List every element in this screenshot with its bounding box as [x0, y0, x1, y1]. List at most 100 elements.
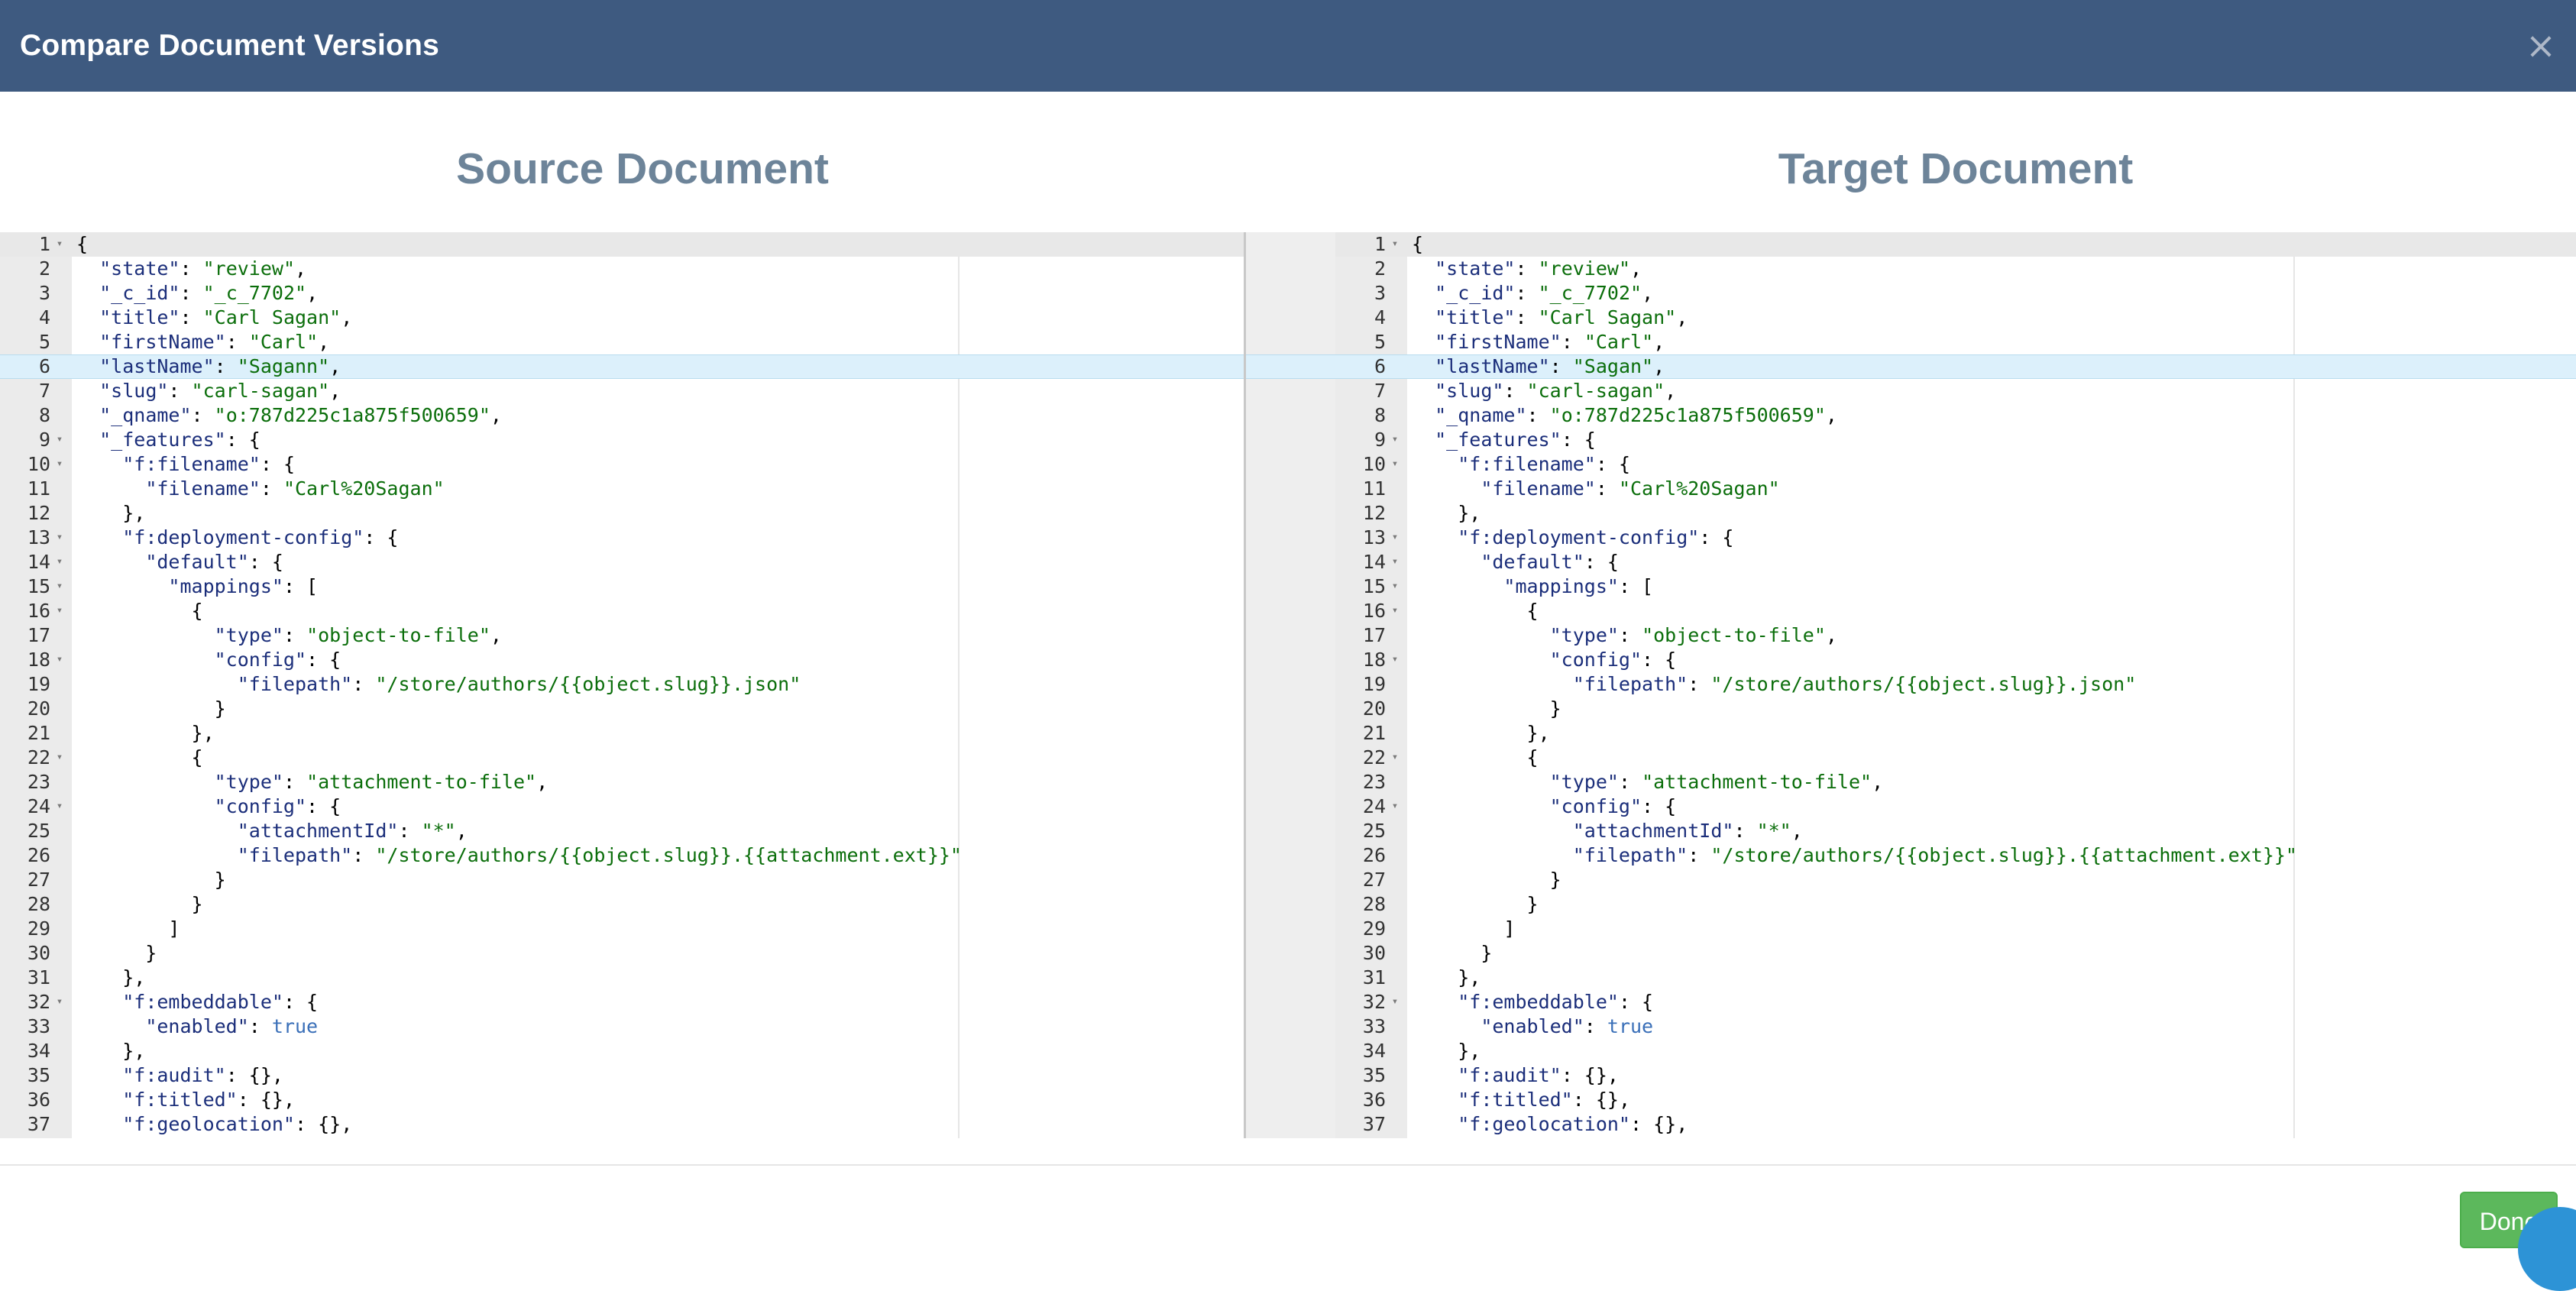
code-line[interactable]: 9▾ "_features": {: [1335, 428, 2576, 452]
code-line[interactable]: 13▾ "f:deployment-config": {: [1335, 526, 2576, 550]
fold-toggle-icon[interactable]: ▾: [56, 458, 63, 470]
code-line[interactable]: 22▾ {: [1335, 746, 2576, 770]
code-line[interactable]: 4 "title": "Carl Sagan",: [0, 306, 1244, 330]
fold-toggle-icon[interactable]: ▾: [1391, 555, 1399, 568]
code-line[interactable]: 15▾ "mappings": [: [1335, 574, 2576, 599]
code-line[interactable]: 33 "enabled": true: [1335, 1014, 2576, 1039]
fold-toggle-icon[interactable]: ▾: [1391, 995, 1399, 1008]
code-line[interactable]: 28 }: [1335, 892, 2576, 917]
code-line[interactable]: 15▾ "mappings": [: [0, 574, 1244, 599]
fold-toggle-icon[interactable]: ▾: [56, 531, 63, 543]
code-line[interactable]: 27 }: [0, 868, 1244, 892]
code-line[interactable]: 19 "filepath": "/store/authors/{{object.…: [0, 672, 1244, 697]
code-line[interactable]: 17 "type": "object-to-file",: [1335, 623, 2576, 648]
code-line[interactable]: 26 "filepath": "/store/authors/{{object.…: [0, 843, 1244, 868]
code-line[interactable]: 1▾{: [0, 232, 1244, 257]
line-number: 17: [1362, 624, 1386, 646]
code-line[interactable]: 11 "filename": "Carl%20Sagan": [0, 477, 1244, 501]
code-line[interactable]: 16▾ {: [0, 599, 1244, 623]
code-line[interactable]: 1▾{: [1335, 232, 2576, 257]
fold-toggle-icon[interactable]: ▾: [56, 433, 63, 445]
code-line[interactable]: 5 "firstName": "Carl",: [1335, 330, 2576, 354]
code-line[interactable]: 35 "f:audit": {},: [1335, 1063, 2576, 1088]
code-line[interactable]: 2 "state": "review",: [1335, 257, 2576, 281]
fold-toggle-icon[interactable]: ▾: [56, 995, 63, 1008]
code-line[interactable]: 37 "f:geolocation": {},: [1335, 1112, 2576, 1137]
code-line[interactable]: 26 "filepath": "/store/authors/{{object.…: [1335, 843, 2576, 868]
fold-toggle-icon[interactable]: ▾: [1391, 580, 1399, 592]
code-line[interactable]: 23 "type": "attachment-to-file",: [0, 770, 1244, 794]
code-line[interactable]: 9▾ "_features": {: [0, 428, 1244, 452]
code-line[interactable]: 2 "state": "review",: [0, 257, 1244, 281]
code-line[interactable]: 34 },: [0, 1039, 1244, 1063]
code-line[interactable]: 16▾ {: [1335, 599, 2576, 623]
fold-toggle-icon[interactable]: ▾: [1391, 238, 1399, 250]
fold-toggle-icon[interactable]: ▾: [1391, 458, 1399, 470]
code-line[interactable]: 18▾ "config": {: [0, 648, 1244, 672]
fold-toggle-icon[interactable]: ▾: [56, 653, 63, 665]
code-line[interactable]: 23 "type": "attachment-to-file",: [1335, 770, 2576, 794]
code-line[interactable]: 34 },: [1335, 1039, 2576, 1063]
code-line[interactable]: 3 "_c_id": "_c_7702",: [1335, 281, 2576, 306]
code-line[interactable]: 31 },: [1335, 966, 2576, 990]
fold-toggle-icon[interactable]: ▾: [1391, 433, 1399, 445]
code-line[interactable]: 25 "attachmentId": "*",: [1335, 819, 2576, 843]
code-line[interactable]: 3 "_c_id": "_c_7702",: [0, 281, 1244, 306]
code-line[interactable]: 36 "f:titled": {},: [0, 1088, 1244, 1112]
code-line[interactable]: 30 }: [1335, 941, 2576, 966]
code-line[interactable]: 29 ]: [1335, 917, 2576, 941]
code-line[interactable]: 12 },: [0, 501, 1244, 526]
code-line[interactable]: 19 "filepath": "/store/authors/{{object.…: [1335, 672, 2576, 697]
target-editor[interactable]: 1▾{2 "state": "review",3 "_c_id": "_c_77…: [1335, 232, 2576, 1138]
code-line[interactable]: 25 "attachmentId": "*",: [0, 819, 1244, 843]
code-line[interactable]: 8 "_qname": "o:787d225c1a875f500659",: [0, 403, 1244, 428]
code-line[interactable]: 12 },: [1335, 501, 2576, 526]
fold-toggle-icon[interactable]: ▾: [56, 580, 63, 592]
code-line[interactable]: 31 },: [0, 966, 1244, 990]
changed-line[interactable]: 6 "lastName": "Sagan",: [1335, 354, 2576, 379]
code-line[interactable]: 37 "f:geolocation": {},: [0, 1112, 1244, 1137]
code-line[interactable]: 14▾ "default": {: [1335, 550, 2576, 574]
fold-toggle-icon[interactable]: ▾: [1391, 751, 1399, 763]
fold-toggle-icon[interactable]: ▾: [1391, 800, 1399, 812]
code-line[interactable]: 10▾ "f:filename": {: [1335, 452, 2576, 477]
fold-toggle-icon[interactable]: ▾: [56, 604, 63, 616]
changed-line[interactable]: 6 "lastName": "Sagann",: [0, 354, 1244, 379]
code-line[interactable]: 8 "_qname": "o:787d225c1a875f500659",: [1335, 403, 2576, 428]
code-line[interactable]: 29 ]: [0, 917, 1244, 941]
code-line[interactable]: 4 "title": "Carl Sagan",: [1335, 306, 2576, 330]
code-line[interactable]: 18▾ "config": {: [1335, 648, 2576, 672]
code-line[interactable]: 7 "slug": "carl-sagan",: [0, 379, 1244, 403]
code-line[interactable]: 20 }: [0, 697, 1244, 721]
fold-toggle-icon[interactable]: ▾: [56, 800, 63, 812]
code-line[interactable]: 35 "f:audit": {},: [0, 1063, 1244, 1088]
close-icon[interactable]: ×: [2525, 24, 2557, 67]
fold-toggle-icon[interactable]: ▾: [56, 555, 63, 568]
code-line[interactable]: 28 }: [0, 892, 1244, 917]
code-line[interactable]: 30 }: [0, 941, 1244, 966]
fold-toggle-icon[interactable]: ▾: [1391, 653, 1399, 665]
code-line[interactable]: 33 "enabled": true: [0, 1014, 1244, 1039]
code-line[interactable]: 27 }: [1335, 868, 2576, 892]
code-line[interactable]: 24▾ "config": {: [0, 794, 1244, 819]
code-line[interactable]: 11 "filename": "Carl%20Sagan": [1335, 477, 2576, 501]
code-line[interactable]: 36 "f:titled": {},: [1335, 1088, 2576, 1112]
code-line[interactable]: 7 "slug": "carl-sagan",: [1335, 379, 2576, 403]
fold-toggle-icon[interactable]: ▾: [56, 751, 63, 763]
code-line[interactable]: 22▾ {: [0, 746, 1244, 770]
code-line[interactable]: 13▾ "f:deployment-config": {: [0, 526, 1244, 550]
code-line[interactable]: 21 },: [0, 721, 1244, 746]
code-line[interactable]: 24▾ "config": {: [1335, 794, 2576, 819]
fold-toggle-icon[interactable]: ▾: [1391, 531, 1399, 543]
fold-toggle-icon[interactable]: ▾: [1391, 604, 1399, 616]
code-line[interactable]: 20 }: [1335, 697, 2576, 721]
fold-toggle-icon[interactable]: ▾: [56, 238, 63, 250]
code-line[interactable]: 10▾ "f:filename": {: [0, 452, 1244, 477]
source-editor[interactable]: 1▾{2 "state": "review",3 "_c_id": "_c_77…: [0, 232, 1246, 1138]
code-line[interactable]: 5 "firstName": "Carl",: [0, 330, 1244, 354]
code-line[interactable]: 14▾ "default": {: [0, 550, 1244, 574]
code-line[interactable]: 32▾ "f:embeddable": {: [0, 990, 1244, 1014]
code-line[interactable]: 32▾ "f:embeddable": {: [1335, 990, 2576, 1014]
code-line[interactable]: 21 },: [1335, 721, 2576, 746]
code-line[interactable]: 17 "type": "object-to-file",: [0, 623, 1244, 648]
